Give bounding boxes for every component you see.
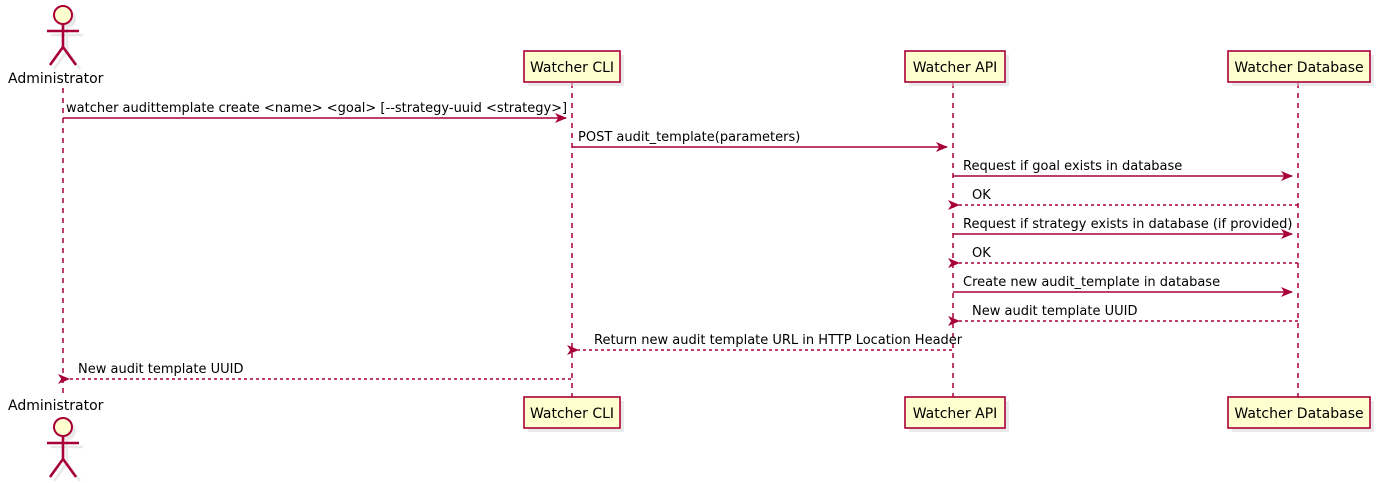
message-label: Create new audit_template in database bbox=[963, 275, 1220, 290]
box-frame bbox=[904, 396, 1006, 429]
message-label: New audit template UUID bbox=[78, 362, 243, 377]
participant-label-watcher-database: Watcher Database bbox=[1234, 406, 1363, 422]
actor-head-icon bbox=[53, 417, 73, 437]
message-label: Request if strategy exists in database (… bbox=[963, 217, 1292, 232]
message-2[interactable]: Request if goal exists in database bbox=[953, 159, 1293, 181]
actor-leg-right-icon bbox=[61, 458, 78, 478]
participant-label-watcher-cli: Watcher CLI bbox=[530, 406, 614, 422]
message-label: watcher audittemplate create <name> <goa… bbox=[66, 101, 567, 116]
participant-label-watcher-database: Watcher Database bbox=[1234, 60, 1363, 76]
actor-head-icon bbox=[53, 5, 73, 25]
actor-leg-left-icon bbox=[48, 458, 65, 478]
participant-box-watcher-database-bottom[interactable]: Watcher Database bbox=[1227, 396, 1374, 432]
message-label: New audit template UUID bbox=[972, 304, 1137, 319]
message-6[interactable]: Create new audit_template in database bbox=[953, 275, 1293, 297]
actor-label-administrator-top: Administrator bbox=[8, 71, 104, 87]
participant-box-watcher-api-top[interactable]: Watcher API bbox=[904, 50, 1009, 86]
participant-box-watcher-api-bottom[interactable]: Watcher API bbox=[904, 396, 1009, 432]
participant-box-watcher-cli-bottom[interactable]: Watcher CLI bbox=[523, 396, 624, 432]
actor-administrator-bottom[interactable]: Administrator bbox=[8, 398, 104, 482]
message-label: OK bbox=[972, 188, 991, 203]
participant-box-watcher-database-top[interactable]: Watcher Database bbox=[1227, 50, 1374, 86]
message-label: Return new audit template URL in HTTP Lo… bbox=[594, 333, 963, 348]
participant-label-watcher-cli: Watcher CLI bbox=[530, 60, 614, 76]
actor-label-administrator-bottom: Administrator bbox=[8, 398, 104, 414]
lifelines-group bbox=[62, 83, 1299, 397]
message-label: POST audit_template(parameters) bbox=[578, 130, 800, 145]
message-label: Request if goal exists in database bbox=[963, 159, 1182, 174]
message-3[interactable]: OK bbox=[948, 188, 1298, 210]
participant-box-watcher-cli-top[interactable]: Watcher CLI bbox=[523, 50, 624, 86]
message-1[interactable]: POST audit_template(parameters) bbox=[572, 130, 948, 152]
actor-leg-right-icon bbox=[61, 46, 78, 66]
box-frame bbox=[904, 50, 1006, 83]
message-5[interactable]: OK bbox=[948, 246, 1298, 268]
box-frame bbox=[523, 396, 621, 429]
message-4[interactable]: Request if strategy exists in database (… bbox=[953, 217, 1293, 239]
message-0[interactable]: watcher audittemplate create <name> <goa… bbox=[63, 101, 567, 123]
box-frame bbox=[1227, 396, 1371, 429]
participant-label-watcher-api: Watcher API bbox=[913, 406, 998, 422]
message-8[interactable]: Return new audit template URL in HTTP Lo… bbox=[567, 333, 963, 355]
message-9[interactable]: New audit template UUID bbox=[58, 362, 571, 384]
actor-leg-left-icon bbox=[48, 46, 65, 66]
actor-administrator-top[interactable]: Administrator bbox=[8, 5, 104, 87]
participant-label-watcher-api: Watcher API bbox=[913, 60, 998, 76]
box-frame bbox=[523, 50, 621, 83]
box-frame bbox=[1227, 50, 1371, 83]
message-label: OK bbox=[972, 246, 991, 261]
message-7[interactable]: New audit template UUID bbox=[948, 304, 1298, 326]
